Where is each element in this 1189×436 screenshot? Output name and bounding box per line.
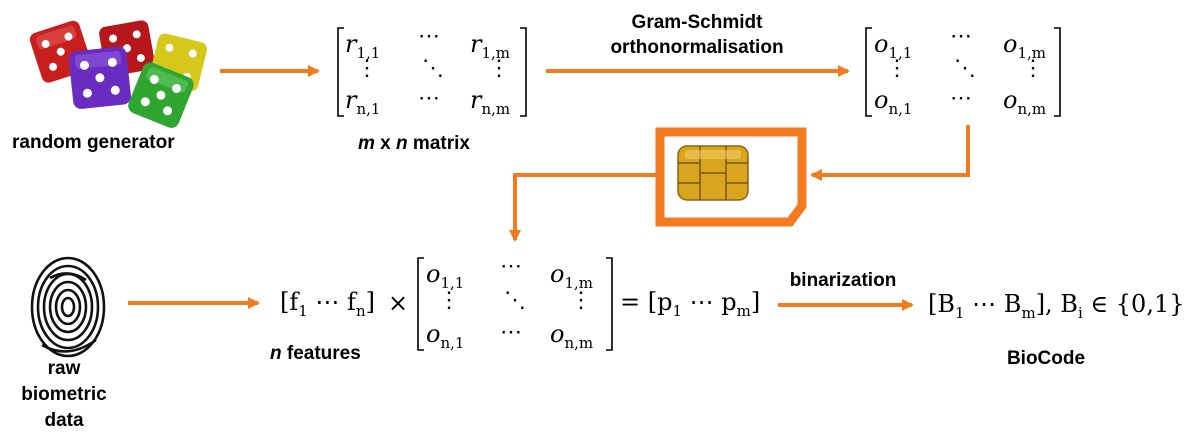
matrix-o-hdots-bottom: ⋯	[950, 86, 972, 111]
projection-result: = [p1 ⋯ pm]	[620, 288, 761, 320]
times-sign: ×	[388, 289, 409, 317]
matrix-ob-vdots-right: ⋮	[570, 288, 592, 313]
smartcard-chip-icon	[655, 127, 807, 227]
matrix-o-entry-11: o1,1	[874, 30, 913, 62]
gram-schmidt-label-line1: Gram-Schmidt	[631, 12, 763, 33]
features-caption: n features	[270, 343, 361, 365]
raw-label-line2: biometric	[21, 384, 107, 405]
matrix-r-entry-1m: r1,m	[470, 30, 511, 62]
arrow-matrix-to-card	[810, 125, 970, 181]
feature-vector: [f1 ⋯ fn]	[280, 288, 375, 320]
matrix-r-hdots-bottom: ⋯	[418, 86, 440, 111]
matrix-r-hdots-top: ⋯	[418, 24, 440, 49]
matrix-ob-entry-11: o1,1	[426, 260, 465, 292]
matrix-o-entry-n1: on,1	[874, 86, 913, 118]
raw-label-line3: data	[44, 410, 84, 431]
matrix-o-hdots-top: ⋯	[950, 24, 972, 49]
matrix-o-brackets	[865, 27, 1061, 117]
matrix-r-entry-nm: rn,m	[470, 86, 511, 118]
matrix-r-entry-11: r1,1	[345, 30, 381, 62]
matrix-caption-m: m	[358, 133, 375, 154]
matrix-ob-hdots-bottom: ⋯	[500, 320, 522, 345]
matrix-ob-entry-nm: on,m	[550, 320, 594, 352]
matrix-ob-hdots-top: ⋯	[500, 254, 522, 279]
matrix-ob-vdots-left: ⋮	[438, 288, 460, 313]
random-generator-label: random generator	[12, 132, 175, 153]
matrix-ob-entry-n1: on,1	[426, 320, 465, 352]
matrix-r-ddots: ⋱	[422, 56, 444, 81]
matrix-o-entry-1m: o1,m	[1003, 30, 1046, 62]
matrix-caption-x: x	[374, 133, 397, 154]
matrix-ob-entry-1m: o1,m	[550, 260, 593, 292]
matrix-o-bottom-brackets	[417, 257, 613, 351]
fingerprint-icon	[30, 256, 106, 358]
matrix-o-entry-nm: on,m	[1003, 86, 1047, 118]
binarization-label: binarization	[789, 270, 897, 291]
matrix-ob-ddots: ⋱	[504, 288, 526, 313]
gram-schmidt-label-line2: orthonormalisation	[610, 37, 784, 58]
features-caption-n: n	[270, 343, 282, 364]
matrix-o-vdots-left: ⋮	[886, 56, 908, 81]
matrix-r-brackets	[337, 27, 527, 117]
dice-icon	[29, 20, 208, 128]
matrix-caption-n: n	[396, 133, 408, 154]
features-caption-text: features	[281, 343, 361, 364]
matrix-caption-tail: matrix	[407, 133, 470, 154]
matrix-r-vdots-left: ⋮	[356, 56, 378, 81]
matrix-o-ddots: ⋱	[954, 56, 976, 81]
matrix-r-vdots-right: ⋮	[488, 56, 510, 81]
arrow-card-to-projection	[509, 173, 660, 242]
biocode-equation: [B1 ⋯ Bm], Bi ∈ {0,1}	[928, 290, 1185, 322]
matrix-r-entry-n1: rn,1	[345, 86, 381, 118]
biocode-label: BioCode	[1006, 348, 1086, 369]
matrix-o-vdots-right: ⋮	[1022, 56, 1044, 81]
raw-label-line1: raw	[47, 358, 81, 379]
matrix-caption: m x n matrix	[358, 133, 470, 155]
